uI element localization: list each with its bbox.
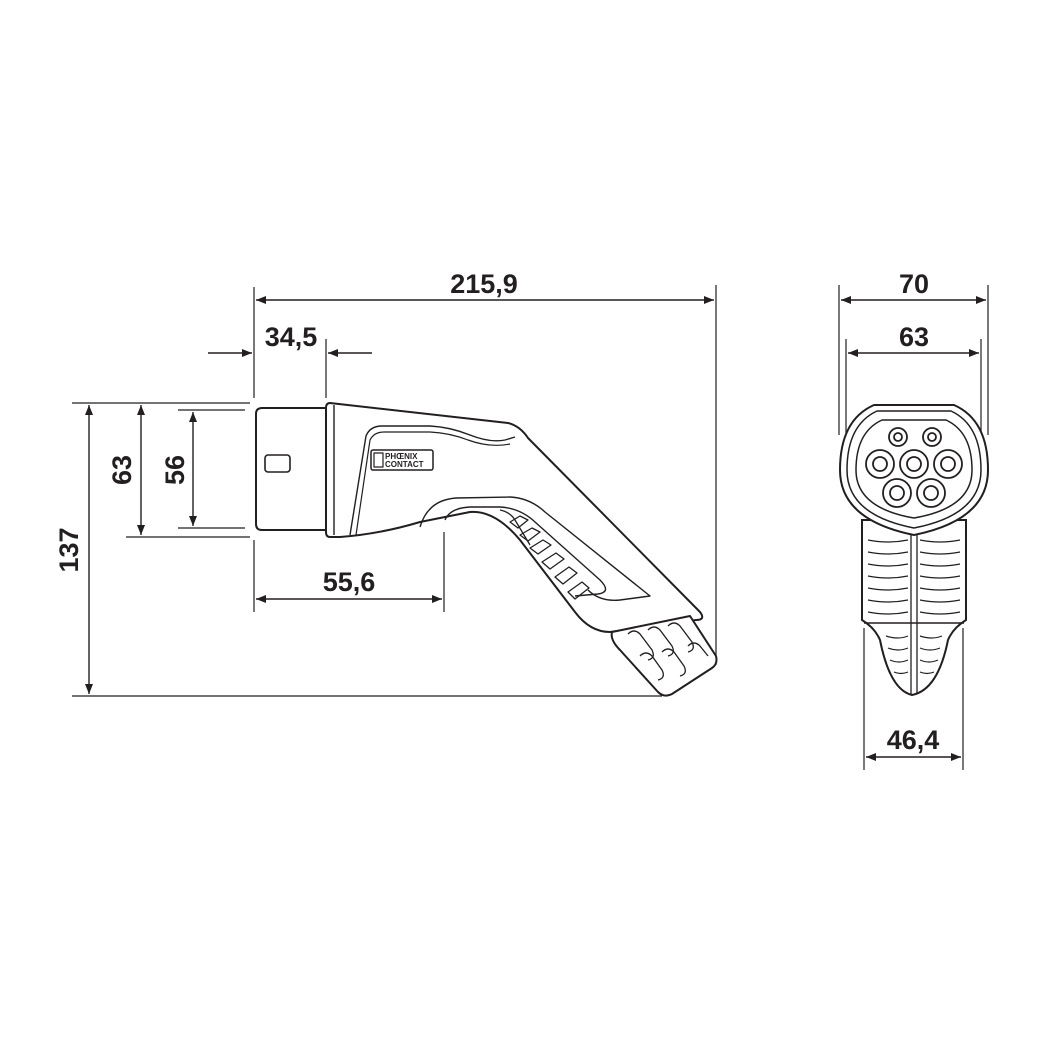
dim-inner-width: 63	[899, 322, 929, 352]
brand-logo: PHŒNIX CONTACT	[370, 449, 434, 471]
connector-side-view: PHŒNIX CONTACT	[255, 402, 718, 697]
contact-pins	[865, 427, 963, 508]
dimension-lines	[72, 285, 989, 770]
svg-text:CONTACT: CONTACT	[385, 460, 424, 469]
dim-overall-length: 215,9	[450, 269, 518, 299]
dim-handle-width: 46,4	[887, 725, 940, 755]
dim-grip-offset: 55,6	[323, 567, 376, 597]
svg-text:PHŒNIX: PHŒNIX	[385, 452, 418, 461]
dim-outer-width: 70	[899, 269, 929, 299]
dim-overall-height: 137	[54, 527, 84, 572]
dim-head-inner: 56	[160, 455, 190, 485]
dim-head-outer: 63	[107, 455, 137, 485]
dim-front-sleeve: 34,5	[265, 322, 318, 352]
connector-front-view	[838, 404, 990, 697]
dimension-labels: 215,9 34,5 55,6 137 63 56 70 63 46,4	[54, 269, 939, 755]
